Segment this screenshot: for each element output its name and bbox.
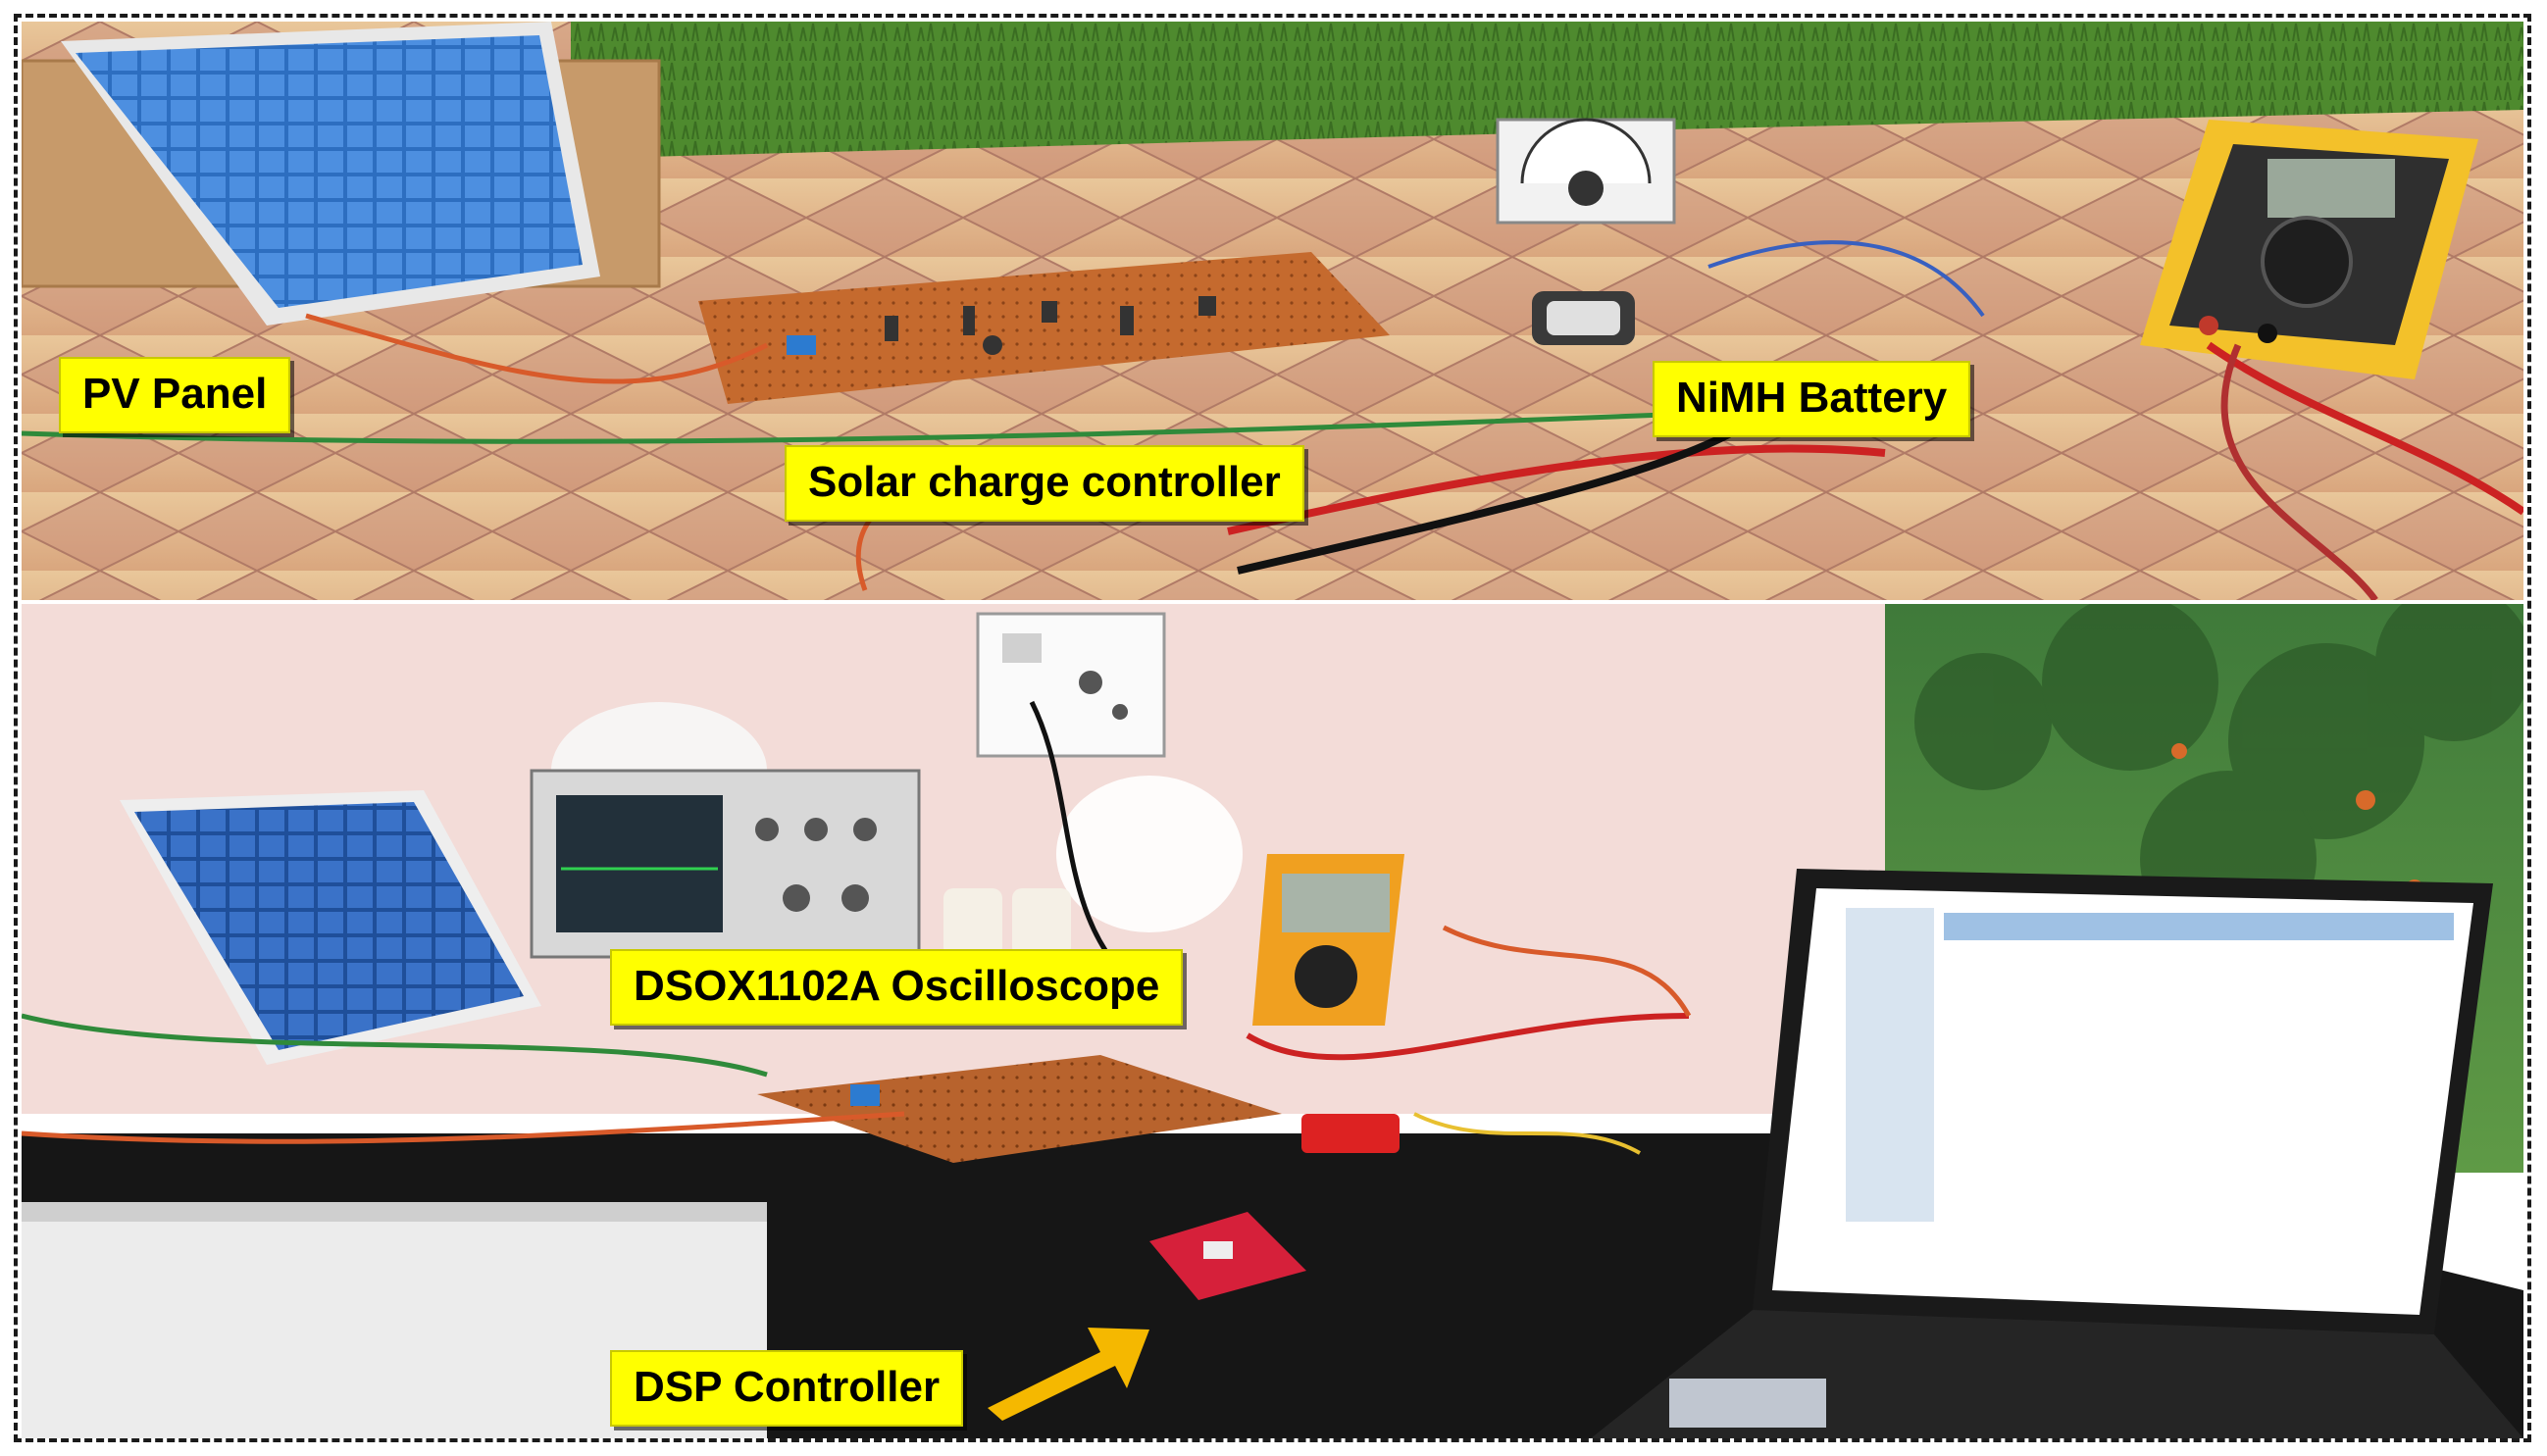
wires xyxy=(22,240,2523,600)
analog-meter-image xyxy=(1496,118,1676,225)
plastic-bag xyxy=(1056,776,1243,932)
laptop-image xyxy=(1591,869,2523,1438)
outdoor-setup-photo: PV Panel NiMH Battery Solar charge contr… xyxy=(22,22,2523,600)
label-oscilloscope: DSOX1102A Oscilloscope xyxy=(610,949,1184,1026)
charge-controller-board xyxy=(698,252,1390,404)
label-dsp-controller: DSP Controller xyxy=(610,1350,964,1427)
grass-area xyxy=(571,22,2523,159)
label-solar-charge-controller: Solar charge controller xyxy=(785,445,1304,522)
nimh-battery-image xyxy=(1532,291,1635,345)
arrow-to-dsp xyxy=(988,1328,1149,1421)
oscilloscope-image xyxy=(530,769,921,959)
lab-board xyxy=(757,1055,1282,1163)
multimeter-image xyxy=(2140,120,2478,379)
dsp-board-image xyxy=(1149,1212,1306,1300)
pv-panel-lab-image xyxy=(120,790,541,1065)
pv-panel-image xyxy=(61,22,600,326)
board-components xyxy=(787,296,1216,355)
lab-setup-photo: DSOX1102A Oscilloscope DSP Controller xyxy=(22,604,2523,1438)
jar xyxy=(943,888,1002,957)
multimeter-lab-image xyxy=(1252,854,1404,1026)
label-nimh-battery: NiMH Battery xyxy=(1653,361,1971,437)
figure-frame: PV Panel NiMH Battery Solar charge contr… xyxy=(14,14,2531,1442)
wall-socket-image xyxy=(976,612,1166,758)
label-pv-panel: PV Panel xyxy=(59,357,291,433)
